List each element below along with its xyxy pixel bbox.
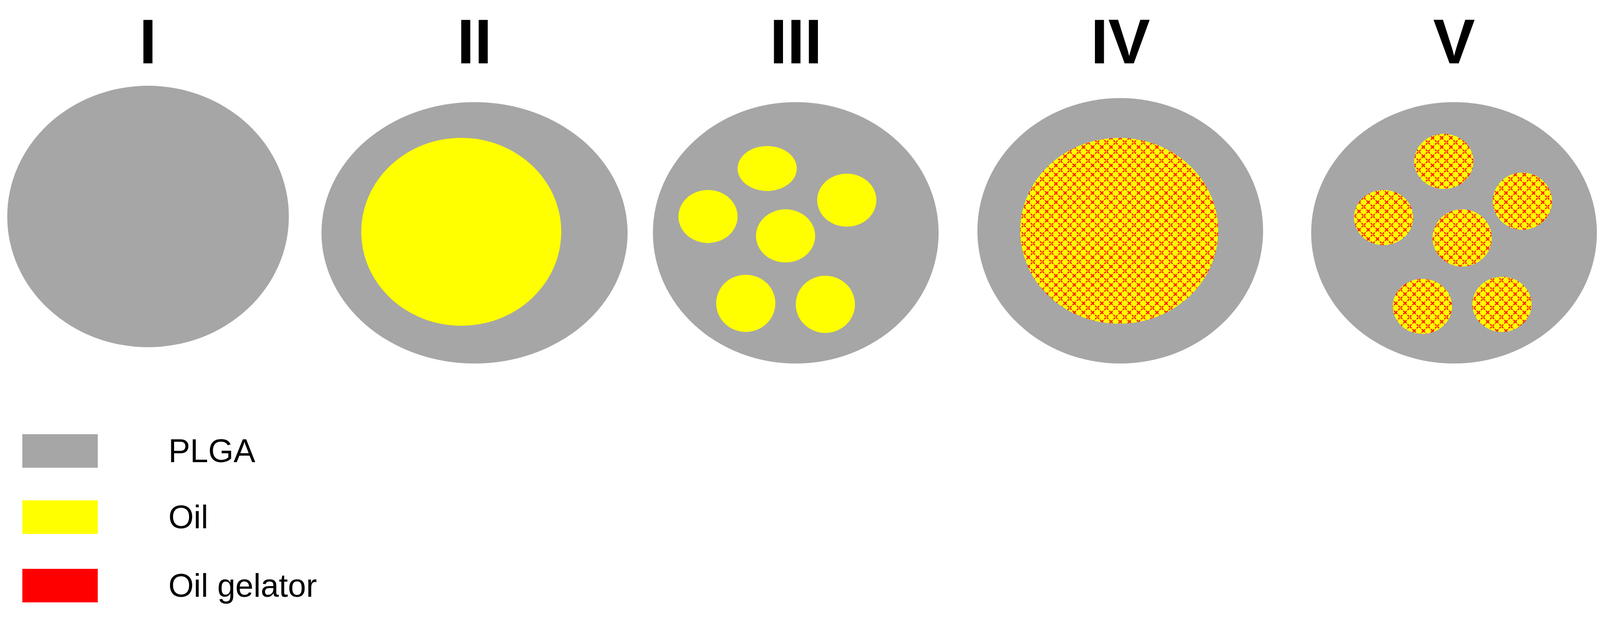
oil-core (361, 137, 562, 326)
particle: IV (969, 0, 1272, 372)
legend-swatch (22, 433, 98, 468)
oil-core (737, 145, 797, 191)
legend-label: Oil (168, 500, 209, 534)
oil-core (1492, 172, 1553, 230)
oil-core (716, 274, 776, 332)
plga-matrix (977, 97, 1264, 364)
legend-swatch (22, 568, 98, 602)
plga-matrix (6, 85, 289, 347)
oil-core (1432, 209, 1492, 267)
oil-core (1392, 278, 1452, 334)
oil-core (796, 275, 856, 333)
particle: I (0, 0, 298, 356)
particle-label: IV (969, 10, 1272, 74)
particle-label: III (644, 10, 947, 74)
plga-matrix (653, 101, 939, 364)
particle-label: V (1302, 10, 1600, 74)
particle: V (1302, 0, 1600, 372)
particle-label: II (313, 10, 636, 74)
legend-swatch (22, 499, 98, 534)
plga-matrix (321, 101, 628, 364)
legend-label: Oil gelator (168, 568, 318, 602)
plga-matrix (1311, 101, 1598, 364)
oil-core (678, 189, 738, 244)
oil-core (1414, 133, 1474, 189)
oil-core (1472, 276, 1532, 332)
oil-core (1354, 189, 1414, 245)
particle: II (313, 0, 636, 372)
particle: III (644, 0, 947, 372)
legend-label: PLGA (168, 434, 256, 467)
oil-core (756, 209, 816, 263)
oil-core (1020, 137, 1219, 324)
particle-label: I (0, 10, 298, 74)
oil-core (817, 173, 877, 227)
